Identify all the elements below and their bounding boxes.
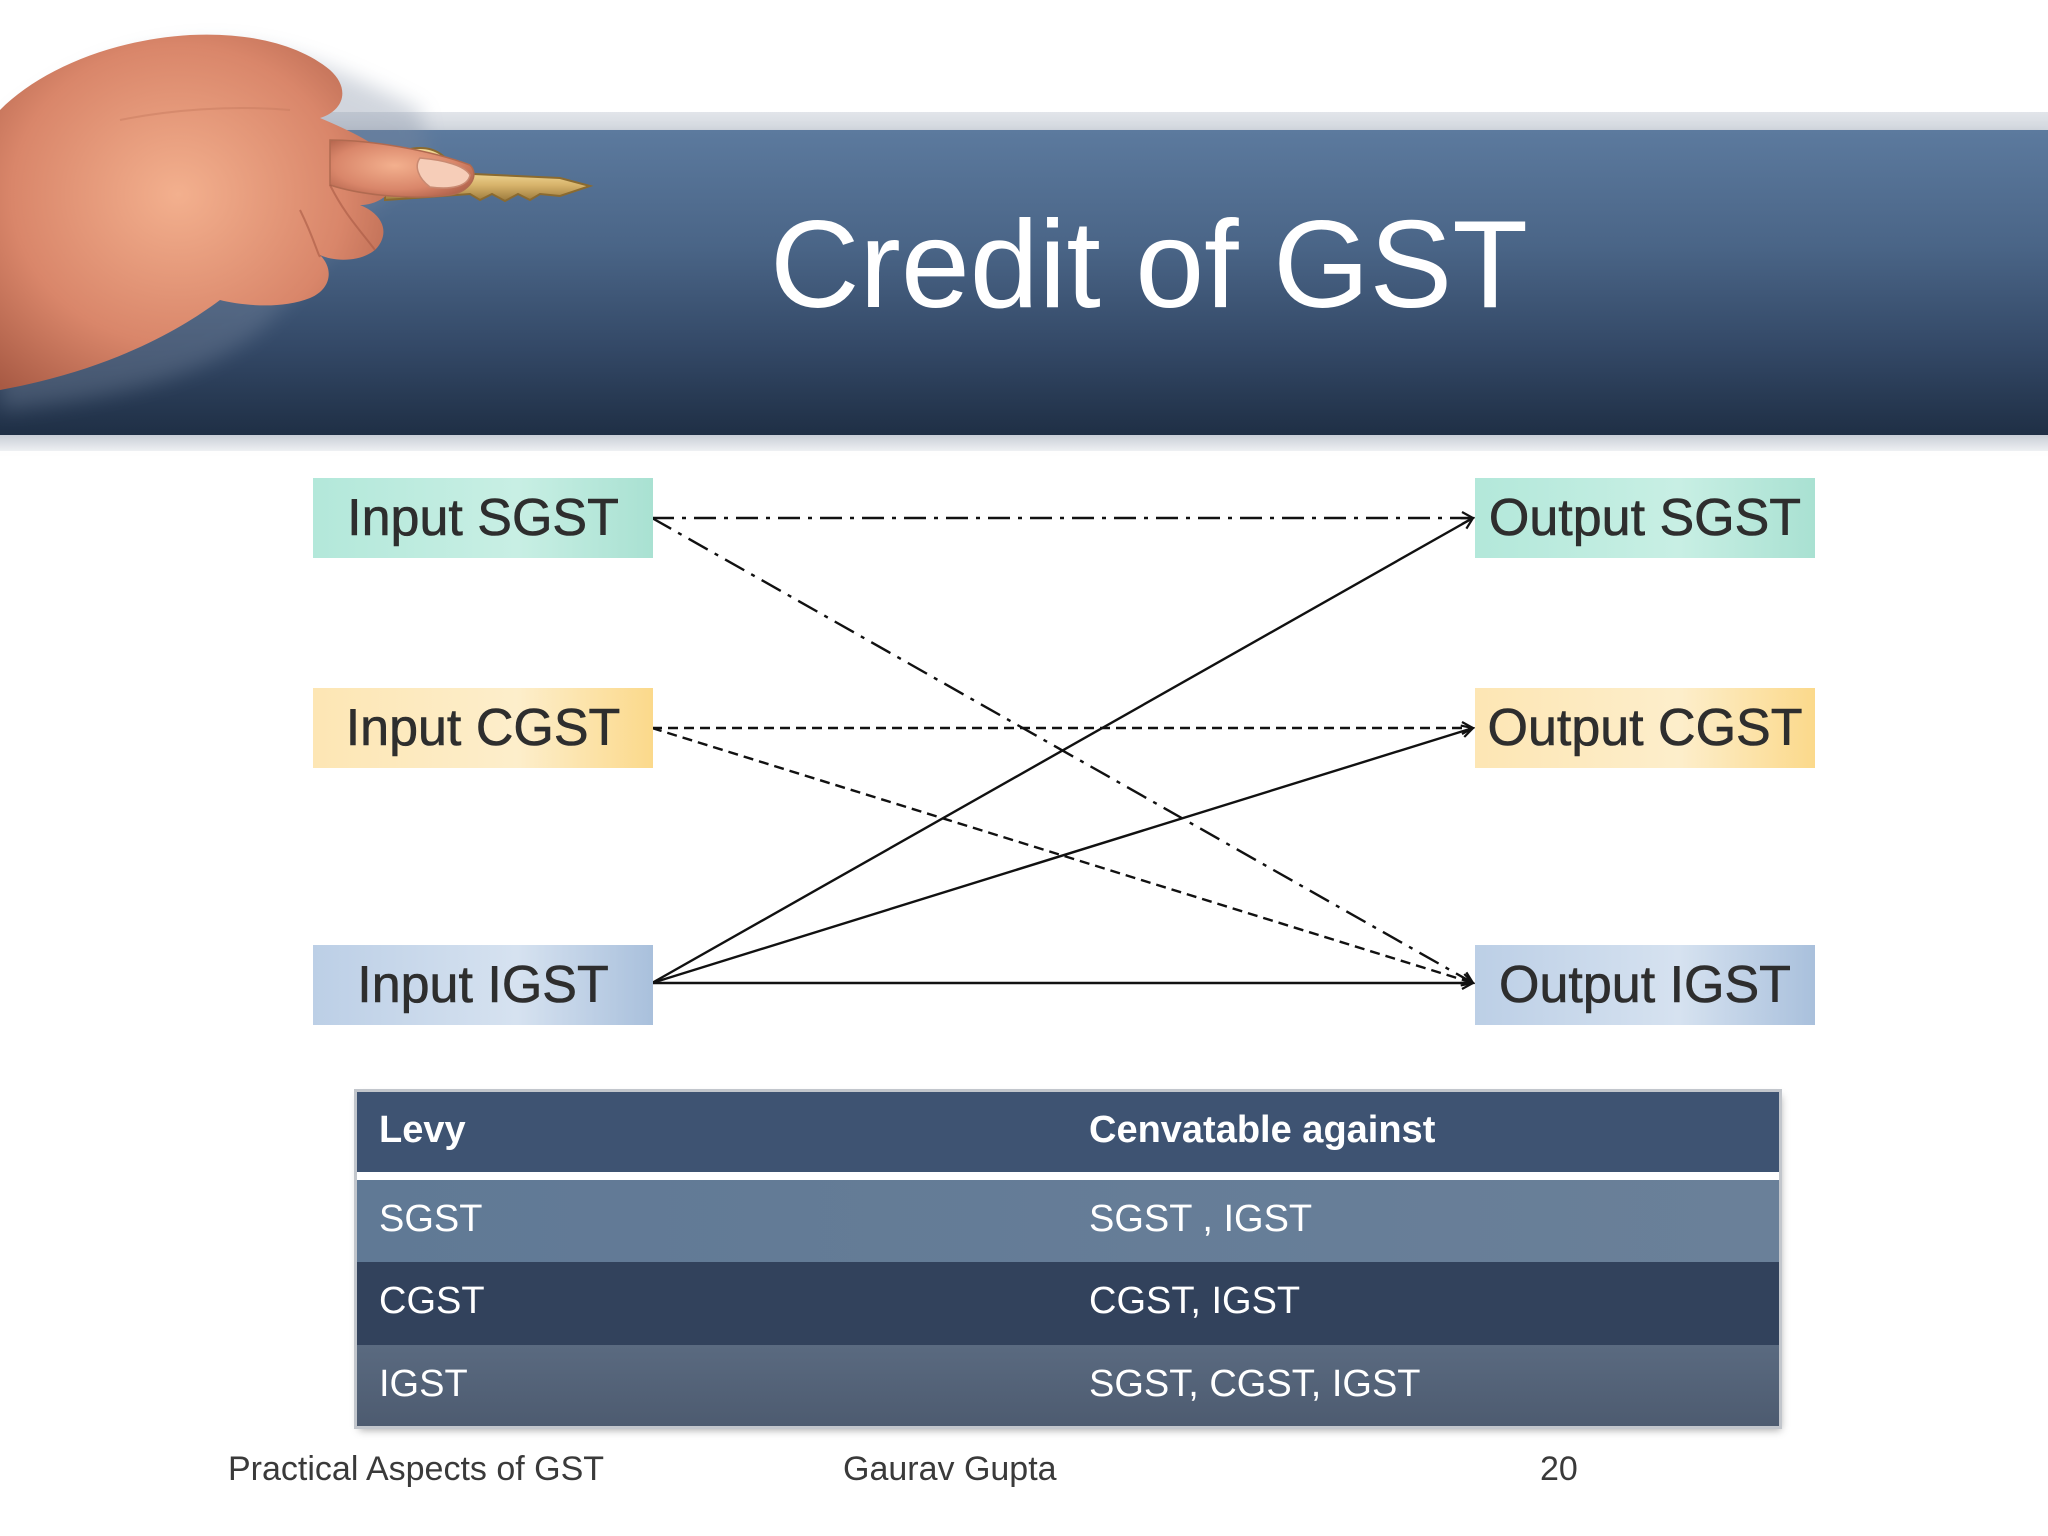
table-cell-cenvatable: SGST, CGST, IGST [1089, 1363, 1421, 1405]
flow-igst-to-sgst [651, 518, 1473, 985]
table-row: IGST SGST, CGST, IGST [357, 1345, 1779, 1426]
header-divider [0, 435, 2048, 451]
table-cell-levy: CGST [379, 1280, 485, 1322]
output-igst-box: Output IGST [1475, 945, 1815, 1025]
table-header-cenvatable: Cenvatable against [1089, 1109, 1436, 1151]
input-cgst-box: Input CGST [313, 688, 653, 768]
table-header-levy: Levy [379, 1109, 466, 1151]
table-row: SGST SGST , IGST [357, 1180, 1779, 1262]
levy-table: Levy Cenvatable against SGST SGST , IGST… [357, 1092, 1779, 1426]
input-sgst-box: Input SGST [313, 478, 653, 558]
output-igst-label: Output IGST [1499, 956, 1791, 1015]
input-igst-box: Input IGST [313, 945, 653, 1025]
table-header-divider [357, 1172, 1779, 1180]
table-header-row: Levy Cenvatable against [357, 1092, 1779, 1172]
output-cgst-label: Output CGST [1487, 699, 1803, 758]
input-igst-label: Input IGST [357, 956, 609, 1015]
footer-author: Gaurav Gupta [843, 1450, 1057, 1488]
table-cell-cenvatable: CGST, IGST [1089, 1280, 1301, 1322]
table-cell-levy: SGST [379, 1198, 483, 1240]
input-cgst-label: Input CGST [345, 699, 621, 758]
output-cgst-box: Output CGST [1475, 688, 1815, 768]
hand-holding-key-icon [0, 34, 594, 410]
output-sgst-box: Output SGST [1475, 478, 1815, 558]
table-row: CGST CGST, IGST [357, 1262, 1779, 1345]
slide-title: Credit of GST [770, 196, 1528, 334]
table-cell-cenvatable: SGST , IGST [1089, 1198, 1313, 1240]
output-sgst-label: Output SGST [1488, 489, 1802, 548]
flow-igst-to-cgst [651, 728, 1473, 985]
footer-page-number: 20 [1540, 1450, 1578, 1488]
input-sgst-label: Input SGST [347, 489, 619, 548]
footer-presentation-title: Practical Aspects of GST [228, 1450, 605, 1488]
table-cell-levy: IGST [379, 1363, 468, 1405]
